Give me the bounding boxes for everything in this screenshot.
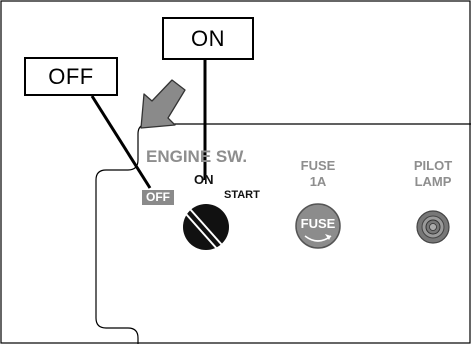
engine-switch-label: ENGINE SW. xyxy=(146,147,248,166)
pilot-lamp-label: PILOT LAMP xyxy=(403,158,463,190)
off-callout-box: OFF xyxy=(24,57,118,96)
fuse-label: FUSE 1A xyxy=(300,158,336,190)
fuse-cap-icon xyxy=(295,203,341,249)
arrow-down-left-icon xyxy=(140,79,186,129)
off-leader-line xyxy=(90,95,152,189)
switch-off-badge: OFF xyxy=(142,190,174,205)
pilot-lamp-icon xyxy=(416,210,450,244)
switch-start-label: START xyxy=(224,189,260,201)
on-callout-box: ON xyxy=(162,17,254,60)
pilot-lamp-line1: PILOT xyxy=(413,158,453,173)
fuse-cap-text: FUSE xyxy=(300,216,336,231)
switch-on-label: ON xyxy=(194,172,214,187)
fuse-rating: 1A xyxy=(309,174,327,189)
rotary-switch-knob-icon xyxy=(183,204,229,251)
panel-left-edge xyxy=(95,123,149,344)
fuse-title: FUSE xyxy=(300,158,336,173)
pilot-lamp-line2: LAMP xyxy=(414,174,452,189)
